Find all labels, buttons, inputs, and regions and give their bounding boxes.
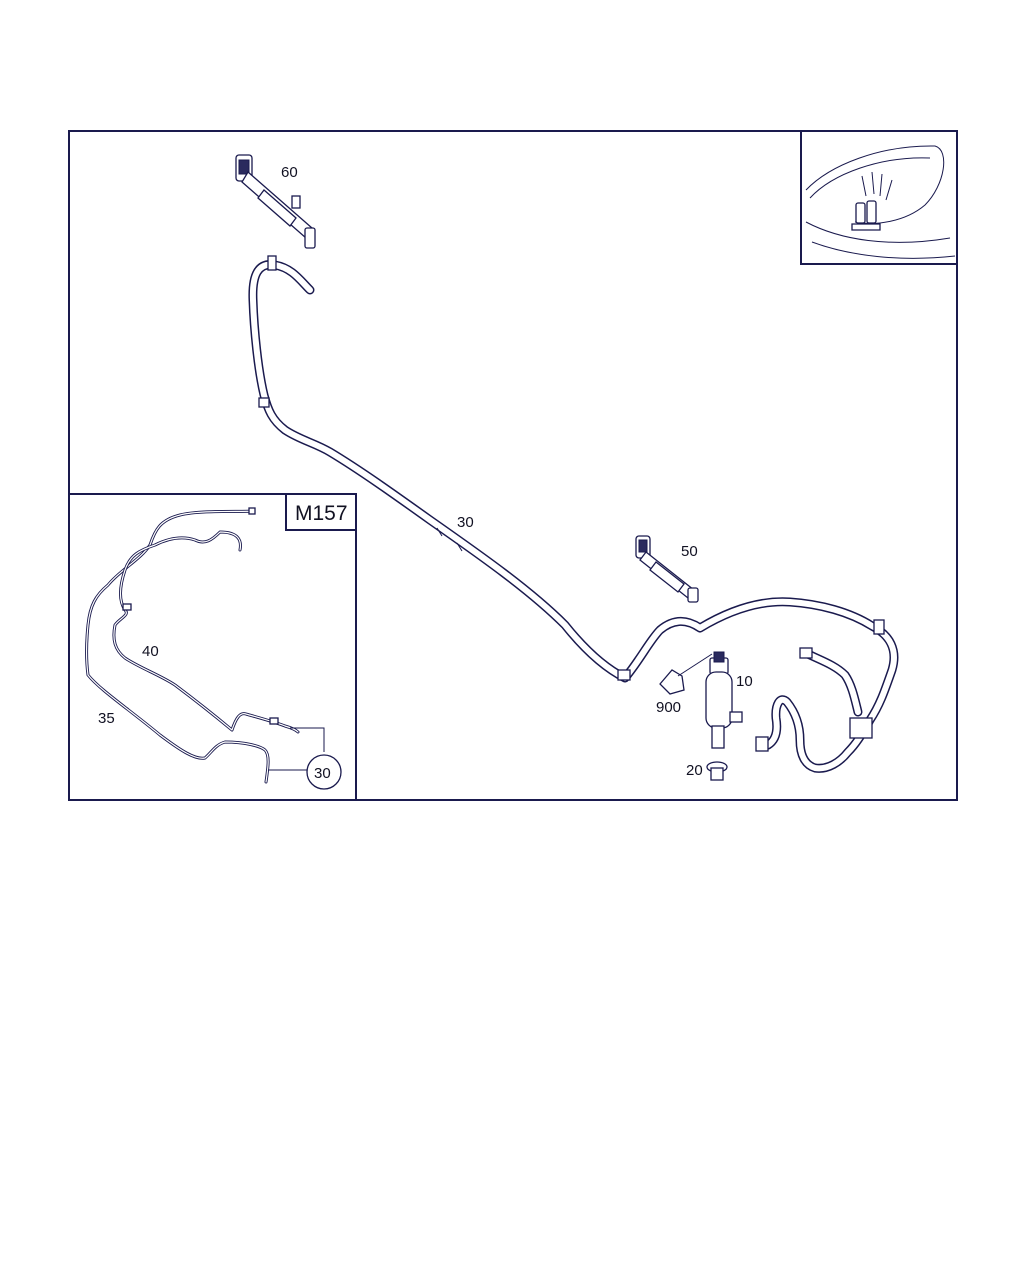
inset-line-40 <box>112 507 300 734</box>
part-label-50: 50 <box>681 543 698 560</box>
part-label-900: 900 <box>656 699 681 716</box>
part-label-20: 20 <box>686 762 703 779</box>
inset-ref-circle <box>306 754 342 790</box>
inset-line-35 <box>85 509 270 784</box>
part-label-35: 35 <box>98 710 115 727</box>
inset-model-label: M157 <box>295 502 348 525</box>
pump-10-part <box>705 651 743 749</box>
part-label-40: 40 <box>142 643 159 660</box>
hose-clips <box>258 255 885 752</box>
part-label-60: 60 <box>281 164 298 181</box>
hose-30 <box>248 260 899 773</box>
grommet-20-part <box>706 761 728 781</box>
nozzle-detail-inset <box>800 130 958 265</box>
inset-ref-leader <box>268 727 325 771</box>
leader-10 <box>677 653 713 677</box>
m157-inset <box>68 493 357 801</box>
bracket-900-part <box>659 669 685 695</box>
part-label-10: 10 <box>736 673 753 690</box>
part-label-30: 30 <box>457 514 474 531</box>
diagram-frame <box>68 130 958 801</box>
nozzle-60-part <box>235 154 316 249</box>
part-label-30-ref: 30 <box>314 765 331 782</box>
nozzle-50-part <box>635 535 699 603</box>
